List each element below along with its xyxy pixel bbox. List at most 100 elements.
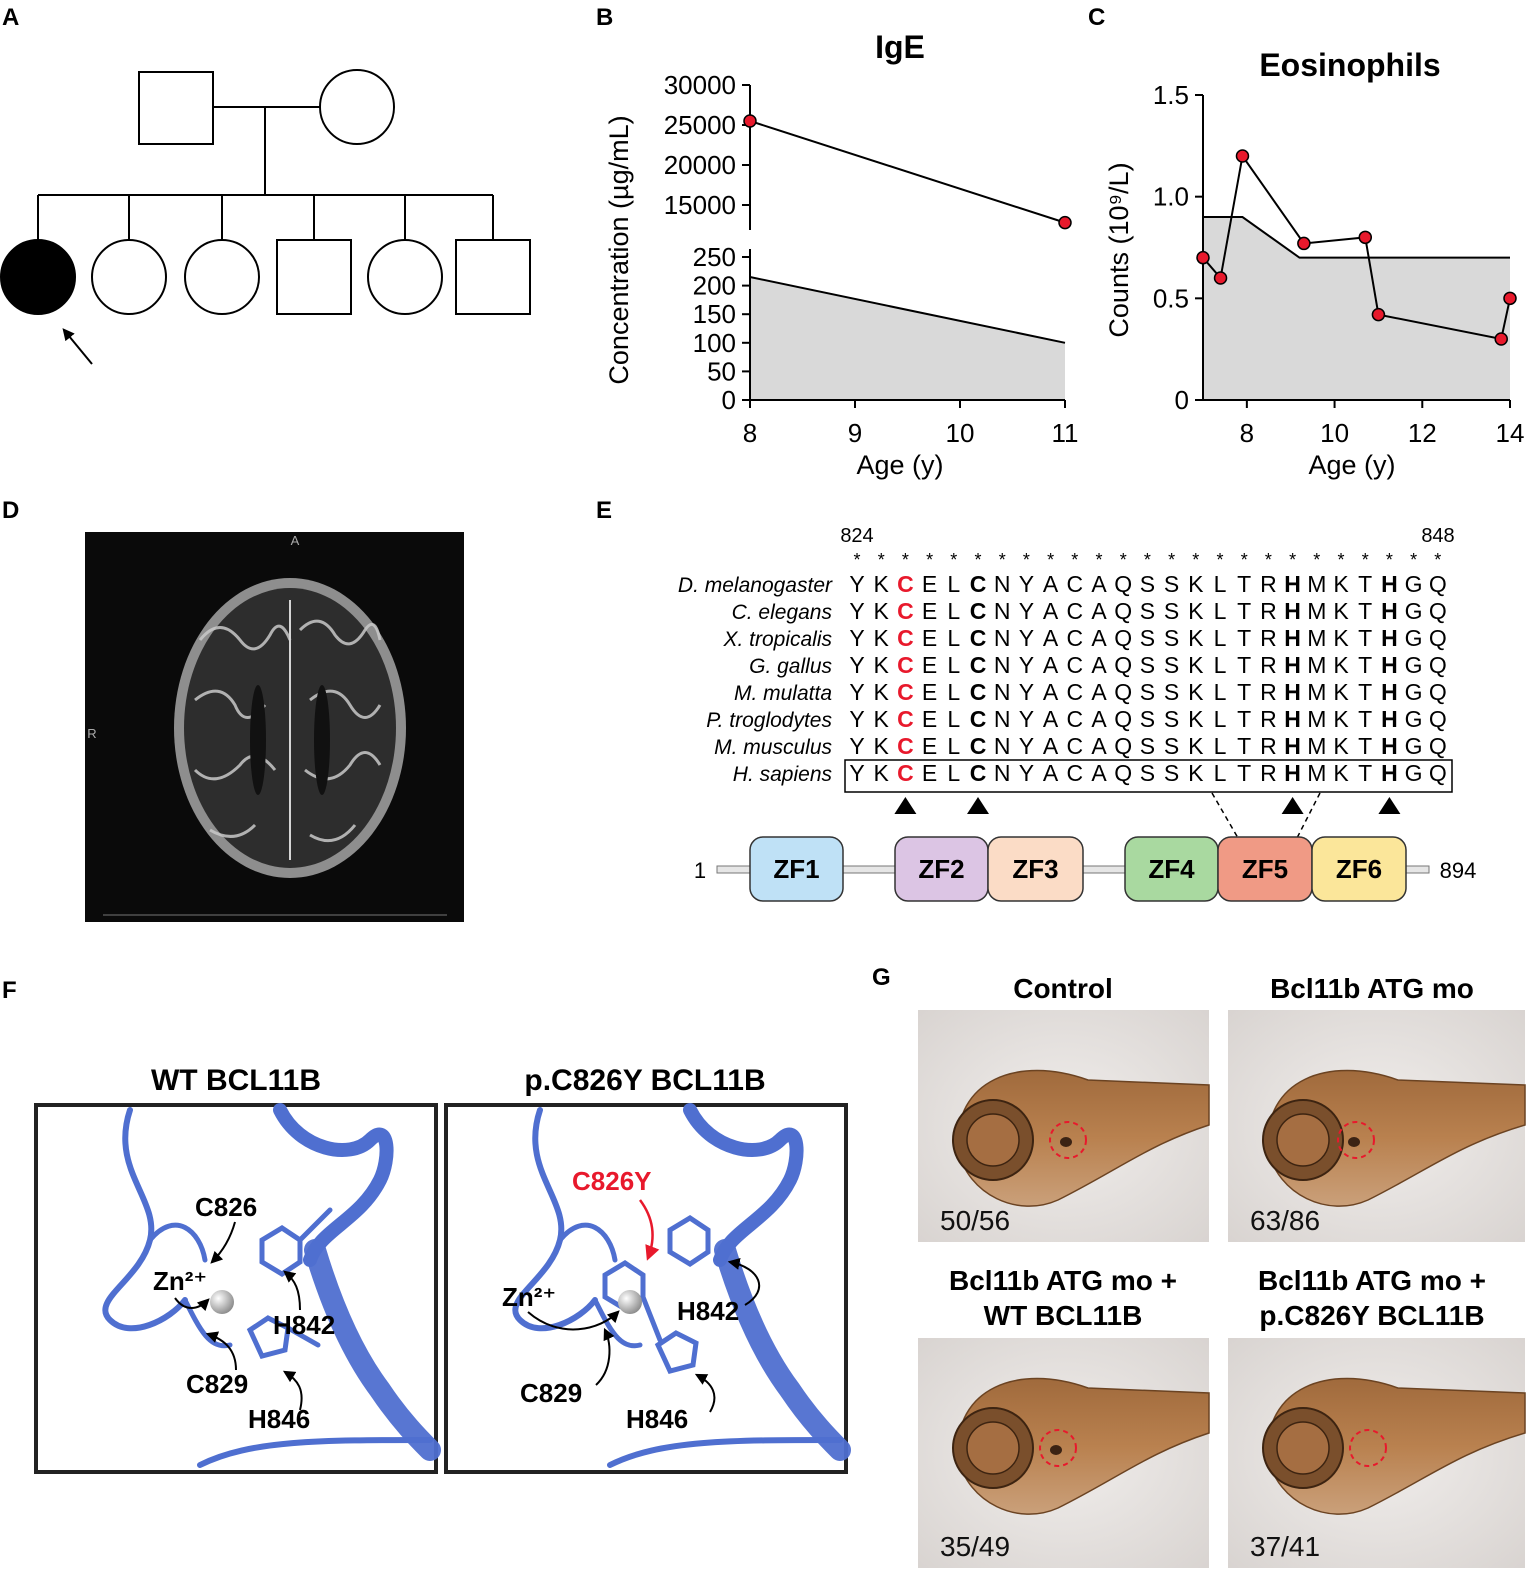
proband-arrow — [62, 328, 93, 365]
residue: S — [1140, 733, 1155, 759]
eos-data-point — [1494, 332, 1508, 346]
panel-letter-b: B — [596, 4, 613, 31]
residue: C — [897, 679, 914, 705]
residue: Q — [1114, 679, 1132, 705]
residue: L — [947, 652, 960, 678]
fish-title-wt-2: WT BCL11B — [984, 1300, 1143, 1331]
residue: N — [994, 652, 1011, 678]
residue: Y — [849, 571, 864, 597]
mri-label-r: R — [87, 726, 96, 741]
residue: C — [970, 571, 987, 597]
panel-letter-c: C — [1088, 4, 1105, 31]
residue: A — [1091, 625, 1107, 651]
residue: K — [874, 652, 890, 678]
ige-x-tick-label: 11 — [1052, 418, 1079, 448]
residue: Y — [1019, 652, 1034, 678]
residue: C — [1066, 571, 1083, 597]
thymus-circle — [1049, 1121, 1087, 1159]
residue: N — [994, 760, 1011, 786]
species-name: D. melanogaster — [678, 574, 833, 597]
conservation-star: * — [950, 550, 957, 570]
residue: T — [1358, 652, 1372, 678]
residue: T — [1358, 760, 1372, 786]
residue: C — [970, 733, 987, 759]
conservation-star: * — [1265, 550, 1272, 570]
residue: C — [970, 679, 987, 705]
residue: H — [1381, 679, 1398, 705]
conservation-star: * — [902, 550, 909, 570]
residue: Y — [1019, 625, 1034, 651]
residue: C — [1066, 706, 1083, 732]
residue: C — [1066, 652, 1083, 678]
residue: S — [1164, 625, 1179, 651]
residue: R — [1260, 733, 1277, 759]
wt-labels: C826 Zn²⁺ H842 C829 H846 — [153, 1192, 335, 1434]
residue: H — [1284, 706, 1301, 732]
svg-text:C826: C826 — [195, 1192, 257, 1222]
residue: M — [1307, 625, 1326, 651]
residue: C — [970, 760, 987, 786]
residue: R — [1260, 598, 1277, 624]
residue: M — [1307, 733, 1326, 759]
residue: S — [1164, 760, 1179, 786]
residue: T — [1358, 625, 1372, 651]
ige-y-tick-label: 150 — [693, 299, 736, 329]
residue: A — [1091, 571, 1107, 597]
residue: H — [1381, 625, 1398, 651]
residue: N — [994, 571, 1011, 597]
species-name: X. tropicalis — [722, 628, 832, 651]
residue: K — [1333, 679, 1349, 705]
binding-residue-marker — [1378, 797, 1401, 814]
residue: L — [1214, 652, 1227, 678]
residue: K — [1333, 733, 1349, 759]
ige-y-tick-label: 200 — [693, 271, 736, 301]
structure-panel: WT BCL11B p.C826Y BCL11B C826 Zn²⁺ H842 … — [34, 1064, 851, 1474]
protein-end-label: 894 — [1440, 858, 1477, 883]
residue: H — [1284, 571, 1301, 597]
residue: Q — [1429, 706, 1447, 732]
residue: N — [994, 625, 1011, 651]
mut-structure-title: p.C826Y BCL11B — [524, 1064, 765, 1097]
residue: K — [1188, 706, 1204, 732]
residue: A — [1043, 679, 1059, 705]
ige-y-tick-label: 15000 — [664, 190, 736, 220]
ige-y-tick-label: 100 — [693, 328, 736, 358]
thymus-signal — [1348, 1137, 1360, 1147]
conservation-star: * — [1362, 550, 1369, 570]
svg-text:H842: H842 — [677, 1296, 739, 1326]
residue: R — [1260, 571, 1277, 597]
residue: K — [1333, 760, 1349, 786]
residue: C — [897, 571, 914, 597]
residue: N — [994, 706, 1011, 732]
residue: T — [1237, 679, 1251, 705]
residue: Y — [1019, 598, 1034, 624]
residue: A — [1043, 733, 1059, 759]
thymus-circle — [1039, 1429, 1077, 1467]
residue: S — [1140, 571, 1155, 597]
ige-series-line — [749, 120, 1066, 224]
svg-text:C826Y: C826Y — [572, 1166, 652, 1196]
residue: K — [1188, 733, 1204, 759]
residue: Y — [849, 733, 864, 759]
residue: H — [1284, 598, 1301, 624]
alignment-panel: 824 848 ************************* D. mel… — [678, 525, 1477, 902]
eos-series-line — [1202, 153, 1511, 341]
residue: K — [874, 598, 890, 624]
eos-data-point — [1297, 236, 1311, 251]
residue: N — [994, 733, 1011, 759]
conservation-star: * — [1047, 550, 1054, 570]
residue: L — [1214, 706, 1227, 732]
residue: K — [1188, 679, 1204, 705]
conservation-star: * — [1241, 550, 1248, 570]
residue: Y — [1019, 679, 1034, 705]
panel-letter-e: E — [596, 497, 612, 524]
residue: Q — [1114, 571, 1132, 597]
residue: K — [1333, 625, 1349, 651]
eos-data-point — [1358, 230, 1373, 245]
residue: C — [897, 625, 914, 651]
residue: T — [1237, 625, 1251, 651]
residue: K — [1333, 598, 1349, 624]
residue: C — [897, 652, 914, 678]
panel-letter-g: G — [872, 964, 891, 991]
residue: E — [922, 706, 937, 732]
